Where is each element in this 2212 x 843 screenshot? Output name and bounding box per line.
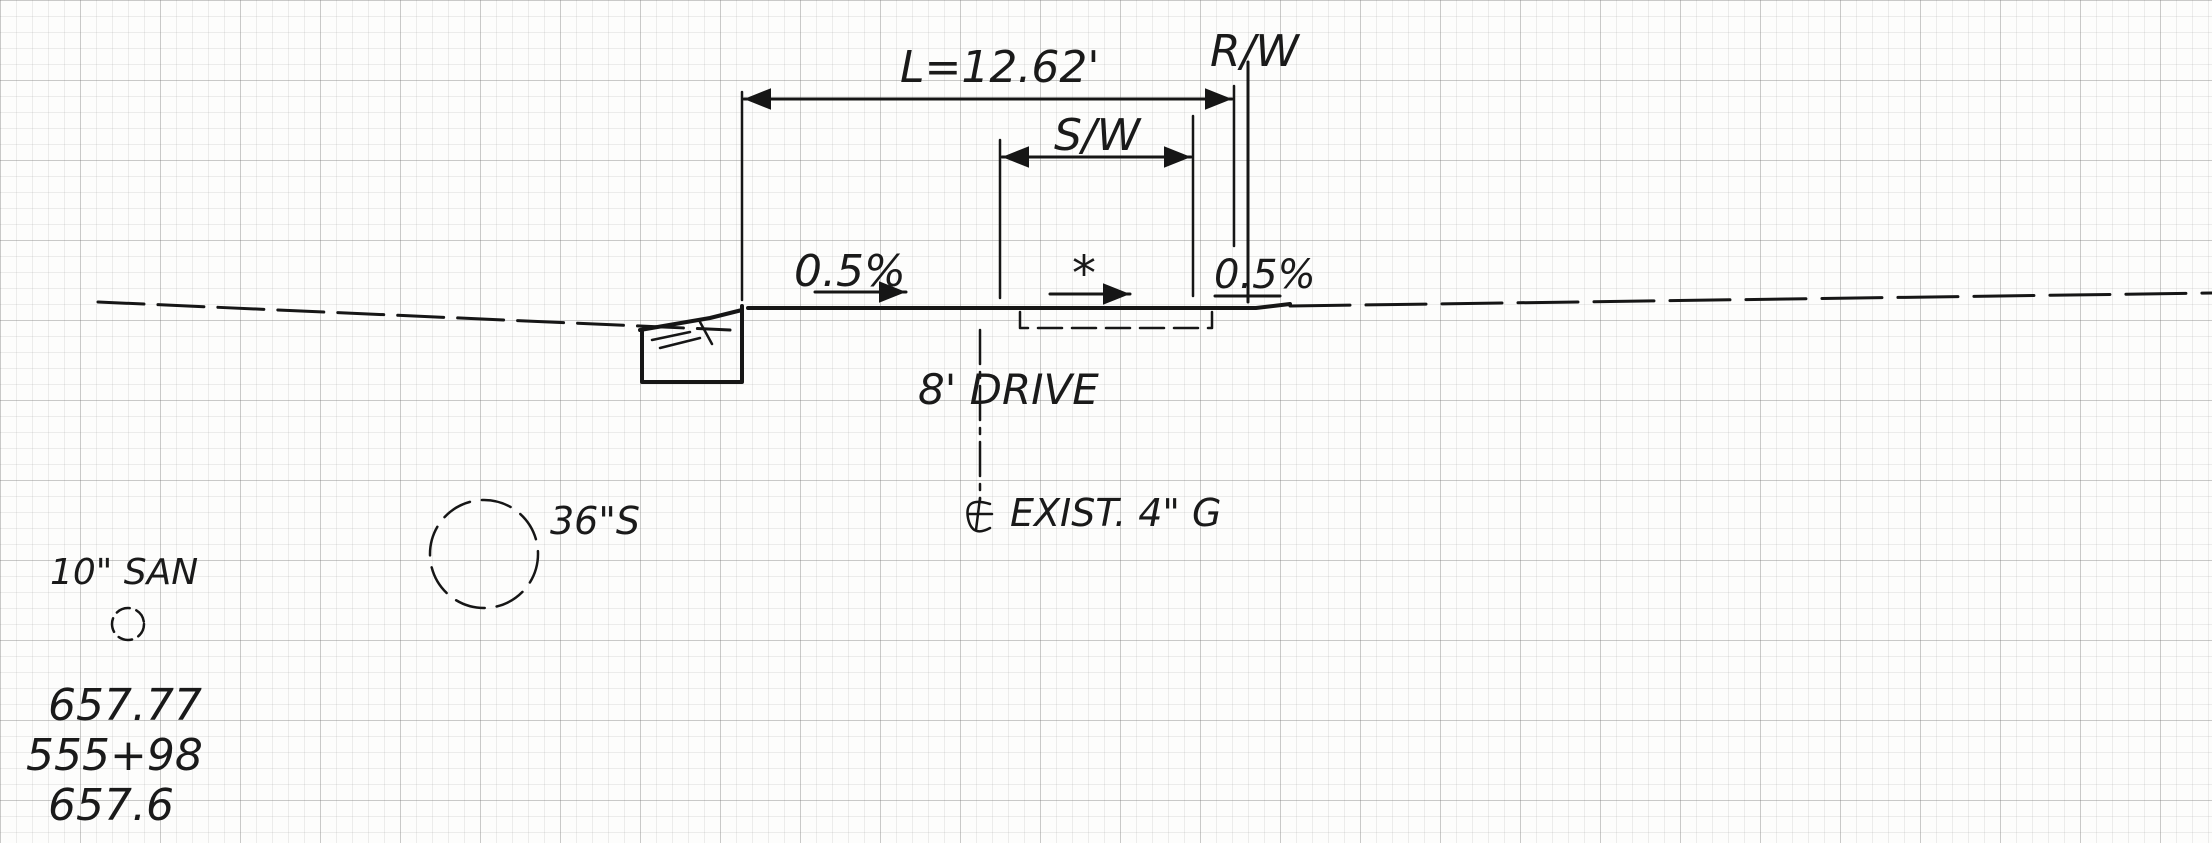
sidewalk-slab-dashed — [1018, 310, 1214, 330]
slope-label-right: 0.5% — [1214, 252, 1316, 298]
pipe-10-label: 10" SAN — [50, 552, 198, 593]
elevation-bottom: 657.6 — [48, 780, 174, 831]
elevation-top: 657.77 — [48, 680, 202, 731]
existing-ground-left — [96, 300, 732, 332]
curb-hatch — [650, 320, 714, 350]
station-label: 555+98 — [26, 730, 203, 781]
slope-label-left: 0.5% — [794, 246, 906, 297]
proposed-surface — [746, 302, 1292, 310]
slope-label-mid: * — [1072, 246, 1096, 302]
existing-ground-right — [1288, 291, 2212, 308]
sidewalk-label: S/W — [1054, 110, 1142, 161]
storm-pipe-36 — [428, 498, 540, 610]
curb-and-gutter — [638, 308, 744, 384]
drive-label: 8' DRIVE — [918, 365, 1099, 414]
sanitary-pipe-10 — [110, 606, 146, 642]
centerline-symbol — [966, 496, 994, 533]
row-label: R/W — [1210, 26, 1300, 77]
length-label: L=12.62' — [900, 42, 1099, 93]
pipe-36-label: 36"S — [550, 499, 640, 543]
existing-main-label: EXIST. 4" G — [1010, 491, 1221, 535]
